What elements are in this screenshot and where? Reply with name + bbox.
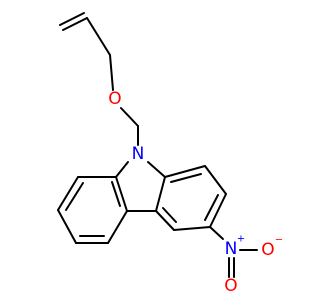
bond-right-ring-1-inner xyxy=(170,173,202,183)
bond-n-c9a xyxy=(115,161,129,178)
bond-right-ring-5-inner xyxy=(162,207,177,223)
bond-right-ring-2 xyxy=(204,165,227,195)
atom-layer: O N N + O O − xyxy=(107,89,283,296)
ether-oxygen-atom: O xyxy=(107,89,123,109)
bond-c8a-c4a xyxy=(155,176,166,212)
molecule-structure: O N N + O O − xyxy=(0,0,300,300)
bond-left-ring-2 xyxy=(57,176,79,211)
nitro-single-oxygen-charge: − xyxy=(275,235,283,246)
nitro-nitrogen-charge: + xyxy=(237,234,245,245)
bond-right-ring-1 xyxy=(164,165,206,178)
nitro-double-oxygen-label-bg xyxy=(223,278,239,294)
nitro-single-oxygen-label-bg xyxy=(260,242,276,258)
bond-c9a-c4b xyxy=(115,176,128,212)
bond-layer xyxy=(57,12,258,278)
ether-oxygen-label-bg xyxy=(107,91,123,107)
carbazole-nitrogen-label: N xyxy=(132,144,145,164)
bond-vinyl-allyl xyxy=(86,17,111,56)
bond-n-c8a xyxy=(147,161,166,178)
bond-c3-n-nitro xyxy=(209,226,224,240)
bond-left-ring-5 xyxy=(107,210,128,244)
nitro-double-oxygen-atom: O xyxy=(223,276,239,296)
bond-left-ring-3 xyxy=(57,209,77,244)
ether-oxygen-label: O xyxy=(108,89,121,109)
nitro-double-oxygen-label: O xyxy=(224,276,237,296)
nitro-nitrogen-label: N xyxy=(225,239,238,259)
bond-left-ring-2-inner xyxy=(65,182,84,211)
bond-right-ring-3-inner xyxy=(204,194,219,221)
bond-right-ring-5 xyxy=(155,210,175,231)
background xyxy=(0,0,300,300)
nitro-nitrogen-atom: N + xyxy=(223,234,245,259)
bond-o-ch2 xyxy=(120,107,139,127)
bond-terminal-vinyl-double-b xyxy=(59,12,85,26)
bond-terminal-vinyl-double-a xyxy=(62,17,88,31)
nitro-single-oxygen-label: O xyxy=(261,240,274,260)
bond-right-ring-3 xyxy=(209,193,227,228)
bond-allyl-o xyxy=(109,54,114,91)
bond-right-ring-4 xyxy=(173,226,211,231)
carbazole-nitrogen-label-bg xyxy=(130,146,146,162)
carbazole-nitrogen-atom: N xyxy=(130,144,146,164)
bond-left-ring-6-inner xyxy=(111,181,121,207)
nitro-nitrogen-label-bg xyxy=(223,241,239,257)
nitro-single-oxygen-atom: O − xyxy=(260,235,283,260)
